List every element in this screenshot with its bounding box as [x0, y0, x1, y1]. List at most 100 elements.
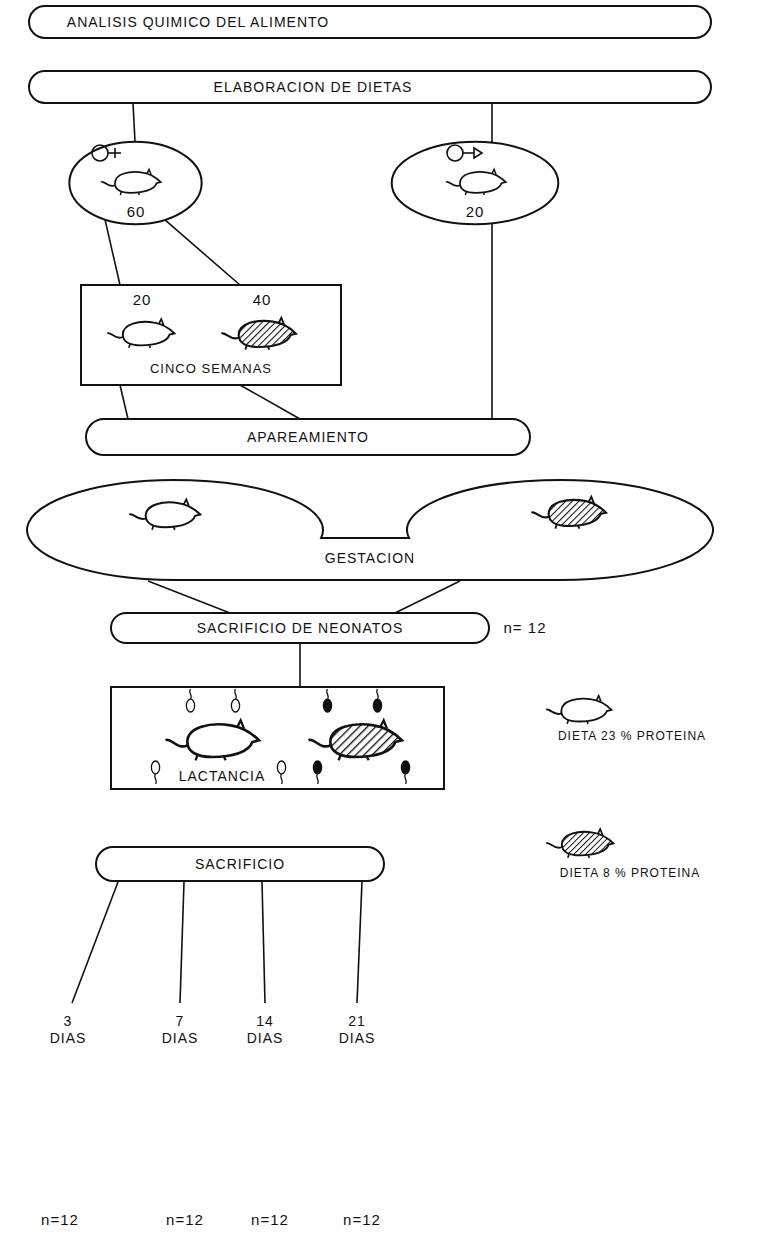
connector	[492, 223, 493, 419]
pup-figure	[186, 689, 194, 712]
node-text-holder: 60	[127, 203, 146, 221]
ell-line	[392, 142, 559, 225]
connector	[300, 643, 301, 687]
node-text-holder: SACRIFICIO	[195, 855, 285, 873]
leader-lines	[72, 881, 362, 1003]
connector-line	[395, 581, 460, 613]
node-text-holder: 20	[133, 291, 152, 309]
annotation-label-holder: n=12	[343, 1211, 381, 1229]
pup-figure	[323, 689, 331, 712]
annotation-label: n=12	[166, 1211, 204, 1229]
legend-rat-sample	[546, 696, 611, 724]
node-text-holder: CINCO SEMANAS	[150, 359, 272, 377]
pup-figure	[231, 689, 239, 712]
leader-line	[357, 881, 362, 1003]
node-text: 20	[133, 291, 152, 309]
process-band: ANALISIS QUIMICO DEL ALIMENTO	[28, 5, 712, 39]
legend-text-holder: DIETA 23 % PROTEINA	[558, 726, 706, 744]
node-text-holder: SACRIFICIO DE NEONATOS	[197, 619, 404, 637]
connector-line	[120, 385, 128, 419]
node-text: 60	[127, 203, 146, 221]
node-text: SACRIFICIO DE NEONATOS	[197, 620, 404, 637]
legend-text: DIETA 23 % PROTEINA	[558, 729, 706, 743]
annotation-label-holder: 3 DIAS	[46, 1013, 90, 1047]
gest-line	[27, 480, 713, 580]
pup-figure	[373, 689, 381, 712]
annotation-label: 21 DIAS	[335, 1013, 379, 1047]
node-text: ANALISIS QUIMICO DEL ALIMENTO	[67, 14, 329, 31]
legend-rat-hatched-sample	[546, 829, 613, 858]
node-text-holder: APAREAMIENTO	[247, 428, 369, 446]
pup-figure	[151, 761, 159, 784]
annotation-label: n= 12	[504, 619, 547, 637]
annotation-label: 14 DIAS	[243, 1013, 287, 1047]
connector	[148, 581, 460, 613]
connector-line	[491, 103, 493, 143]
node-text-holder: ELABORACION DE DIETAS	[214, 78, 413, 96]
connector	[105, 220, 240, 285]
rat-figure	[101, 169, 161, 195]
group-ellipse: 20	[390, 140, 560, 226]
node-text: SACRIFICIO	[195, 856, 285, 873]
female-symbol	[92, 145, 121, 161]
connector-line	[240, 385, 300, 419]
leader-line	[262, 882, 265, 1003]
node-text-holder: ANALISIS QUIMICO DEL ALIMENTO	[67, 13, 329, 31]
rat-figure	[129, 499, 200, 529]
rat-figure	[107, 319, 174, 348]
connector	[133, 103, 135, 142]
connector-line	[491, 223, 493, 419]
annotation-label-holder: 7 DIAS	[158, 1013, 202, 1047]
node-text: APAREAMIENTO	[247, 429, 369, 446]
pup-figure	[313, 761, 321, 784]
process-band: SACRIFICIO	[95, 846, 385, 882]
connector-line	[148, 581, 230, 613]
gest-outline	[25, 478, 715, 582]
leader-line	[72, 882, 118, 1003]
node-text: 40	[253, 291, 272, 309]
gestation-shape: GESTACION	[25, 478, 715, 582]
node-text: 20	[466, 203, 485, 221]
annotation-label: 3 DIAS	[46, 1013, 90, 1047]
node-text: GESTACION	[325, 550, 415, 567]
male-circle	[447, 145, 463, 161]
node-text-holder: 40	[253, 291, 272, 309]
rat-hatched-figure	[531, 497, 606, 529]
process-box: 20 40CINCO SEMANAS	[80, 284, 342, 386]
annotation-label-holder: 21 DIAS	[335, 1013, 379, 1047]
rat-figure	[446, 169, 506, 195]
group-ellipse: 60	[68, 140, 203, 226]
male-symbol	[447, 145, 482, 161]
legend-text-holder: DIETA 8 % PROTEINA	[560, 863, 700, 881]
process-band: SACRIFICIO DE NEONATOS	[110, 612, 490, 644]
female-cross	[114, 148, 116, 158]
connector-line	[133, 103, 135, 142]
ell-line	[69, 142, 201, 225]
male-head	[474, 148, 482, 158]
node-text-holder: LACTANCIA	[179, 767, 266, 785]
connector-line	[299, 643, 301, 687]
pup-figure	[277, 761, 285, 784]
annotation-label-holder: n=12	[251, 1211, 289, 1229]
legend-text: DIETA 8 % PROTEINA	[560, 866, 700, 880]
annotation-label-holder: n=12	[41, 1211, 79, 1229]
connector	[492, 103, 493, 143]
annotation-label: n=12	[343, 1211, 381, 1229]
annotation-label: 7 DIAS	[158, 1013, 202, 1047]
annotation-label: n=12	[251, 1211, 289, 1229]
pup-figure	[401, 761, 409, 784]
process-band: ELABORACION DE DIETAS	[28, 70, 712, 104]
rat-hatched-figure	[309, 720, 402, 760]
connector	[120, 385, 300, 419]
process-box: LACTANCIA	[110, 686, 445, 790]
node-text: LACTANCIA	[179, 768, 266, 785]
annotation-label-holder: 14 DIAS	[243, 1013, 287, 1047]
annotation-label-holder: n=12	[166, 1211, 204, 1229]
rat-figure	[166, 720, 259, 760]
leader-line	[180, 882, 184, 1003]
rat-hatched-figure	[221, 318, 296, 350]
node-text-holder: GESTACION	[325, 549, 415, 567]
male-bar	[463, 152, 474, 154]
connector-line	[165, 220, 240, 285]
